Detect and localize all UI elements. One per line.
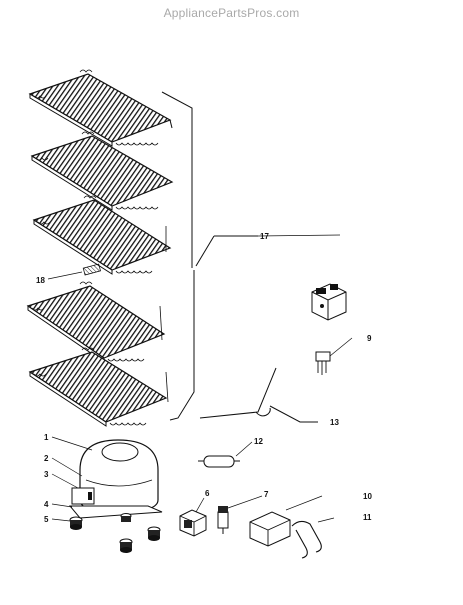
leader-lines (51, 234, 341, 522)
callout-10: 10 (363, 492, 372, 501)
shelf-evaporator-5 (28, 347, 169, 427)
wire-part-13 (199, 367, 318, 423)
compressor (68, 439, 163, 553)
callout-13: 13 (330, 418, 339, 427)
callout-1: 1 (44, 433, 49, 442)
capacitor-part-9 (315, 337, 353, 375)
watermark: AppliancePartsPros.com (163, 6, 300, 20)
callout-5: 5 (44, 515, 49, 524)
shelf-evaporator-1 (28, 69, 173, 147)
drier-part-12 (198, 441, 253, 468)
callout-17: 17 (260, 232, 269, 241)
shelf-evaporator-group (26, 69, 174, 427)
callout-3: 3 (44, 470, 49, 479)
thermostat-part-7 (217, 495, 263, 534)
clip-part-18 (47, 263, 101, 280)
callout-9: 9 (367, 334, 372, 343)
callout-4: 4 (44, 500, 49, 509)
side-tubing-17 (161, 91, 258, 421)
callout-6: 6 (205, 489, 210, 498)
shelf-evaporator-3 (32, 195, 172, 275)
shelf-evaporator-2 (30, 131, 174, 211)
callout-12: 12 (254, 437, 263, 446)
bracket-part-11 (291, 517, 335, 559)
relay-part-6 (179, 497, 207, 537)
callout-7: 7 (264, 490, 269, 499)
grommet-right (147, 526, 161, 541)
callout-labels: 1 2 3 4 5 6 7 9 10 11 12 13 17 18 (36, 232, 372, 524)
callout-18: 18 (36, 276, 45, 285)
cover-part-10 (249, 495, 323, 547)
grommet-back (120, 513, 132, 522)
callout-11: 11 (363, 513, 372, 522)
shelf-evaporator-4 (26, 281, 166, 363)
grommet-front (119, 538, 133, 553)
callout-2: 2 (44, 454, 49, 463)
grommet-left (69, 516, 83, 530)
relay-overload (311, 283, 347, 321)
